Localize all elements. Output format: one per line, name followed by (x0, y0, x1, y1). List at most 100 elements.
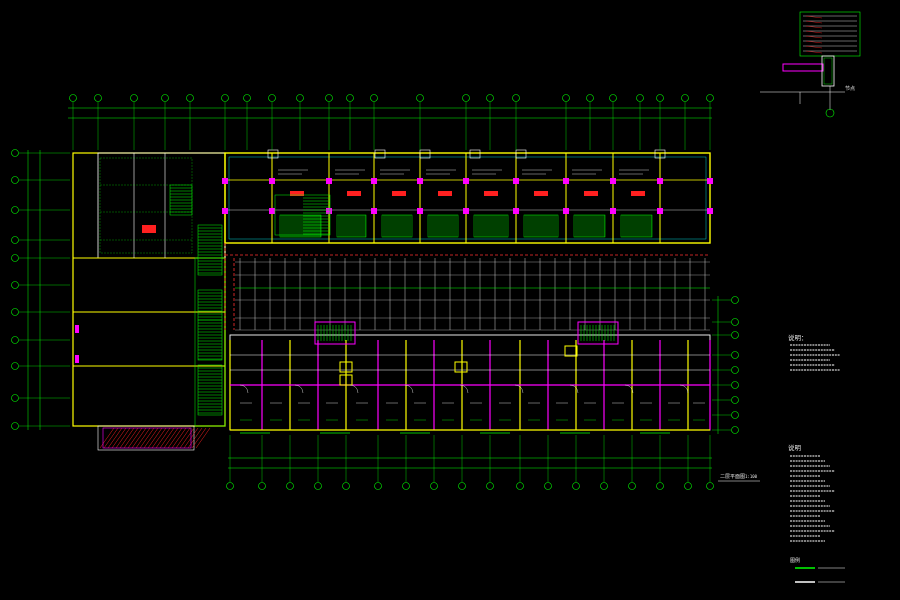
lower-building-block (229, 321, 711, 434)
axis-bubble-icon (11, 394, 19, 402)
axis-bubble-icon (731, 331, 739, 339)
detail-leader (805, 20, 823, 24)
column (371, 208, 377, 214)
axis-bubble-icon (11, 236, 19, 244)
window-box (374, 149, 386, 159)
column (463, 208, 469, 214)
door-swing (514, 384, 524, 394)
notes-block-2: 说明 (788, 443, 835, 542)
stair-icon (381, 214, 413, 238)
hatch-line (163, 427, 179, 449)
column (513, 208, 519, 214)
axis-bubble-icon (731, 381, 739, 389)
stair-outline (523, 214, 559, 238)
stair-icon (197, 224, 223, 276)
axis-bubble-icon (458, 482, 466, 490)
stair-icon (197, 319, 223, 361)
axis-bubble-icon (258, 482, 266, 490)
stair-icon (169, 184, 223, 416)
column (326, 178, 332, 184)
axis-bubble-icon (462, 94, 470, 102)
axis-bubble-icon (94, 94, 102, 102)
detail-leader (805, 50, 823, 54)
stair-icon (336, 214, 367, 238)
column (222, 208, 228, 214)
axis-grid (11, 94, 739, 490)
axis-bubble-icon (486, 482, 494, 490)
column (657, 208, 663, 214)
room-tag (484, 191, 498, 196)
stair-icon (620, 214, 653, 238)
axis-bubble-icon (11, 149, 19, 157)
axis-bubble-icon (731, 426, 739, 434)
room-tag (534, 191, 548, 196)
stair-icon (577, 321, 619, 345)
hatch-line (111, 427, 127, 449)
door-swing (569, 384, 579, 394)
axis-bubble-icon (370, 94, 378, 102)
door-swing (349, 384, 359, 394)
axis-bubble-icon (130, 94, 138, 102)
axis-bubble-icon (69, 94, 77, 102)
axis-bubble-icon (186, 94, 194, 102)
axis-bubble-icon (586, 94, 594, 102)
detail-label: 节点 (845, 86, 855, 92)
stair-icon (523, 214, 559, 238)
axis-bubble-icon (656, 94, 664, 102)
stair-outline (427, 214, 459, 238)
plan-title-block: 二层平面图 1:100 (718, 474, 760, 482)
column (269, 208, 275, 214)
hatch-line (195, 427, 211, 449)
axis-bubble-icon (11, 362, 19, 370)
axis-bubble-icon (11, 308, 19, 316)
axis-bubble-icon (314, 482, 322, 490)
axis-bubble-icon (684, 482, 692, 490)
axis-bubble-icon (346, 94, 354, 102)
courtyard-grid (233, 258, 710, 331)
column (463, 178, 469, 184)
hatch-line (115, 427, 131, 449)
axis-bubble-icon (11, 206, 19, 214)
hatch-line (103, 427, 119, 449)
axis-bubble-icon (221, 94, 229, 102)
axis-bubble-icon (656, 482, 664, 490)
column (371, 178, 377, 184)
hatch-line (131, 427, 147, 449)
detail-leader (805, 15, 823, 19)
column (657, 178, 663, 184)
axis-bubble-icon (243, 94, 251, 102)
hatch-line (123, 427, 139, 449)
hatch-line (191, 427, 207, 449)
axis-bubble-icon (486, 94, 494, 102)
stair-icon (274, 194, 331, 236)
room-tag (290, 191, 304, 196)
axis-bubble-icon (706, 482, 714, 490)
hatch-line (179, 427, 195, 449)
hatch-line (159, 427, 175, 449)
upper-building-block (222, 149, 713, 330)
room-tag (347, 191, 361, 196)
room-tag (392, 191, 406, 196)
axis-bubble-icon (609, 94, 617, 102)
shaft-box (339, 374, 353, 386)
detail-leader (805, 25, 823, 29)
column (563, 208, 569, 214)
stair-icon (197, 364, 223, 416)
shaft-box (454, 361, 468, 373)
legend-title: 图例 (790, 557, 800, 564)
column (610, 178, 616, 184)
room-tag (584, 191, 598, 196)
column (707, 208, 713, 214)
axis-bubble-icon (562, 94, 570, 102)
window-box (419, 149, 431, 159)
hatch-line (171, 427, 187, 449)
axis-bubble-icon (516, 482, 524, 490)
hatch-line (107, 427, 123, 449)
hatch-line (143, 427, 159, 449)
stair-outline (274, 194, 331, 236)
axis-bubble-icon (628, 482, 636, 490)
shaft-box (339, 361, 353, 373)
axis-bubble-icon (731, 411, 739, 419)
hatch-line (127, 427, 143, 449)
